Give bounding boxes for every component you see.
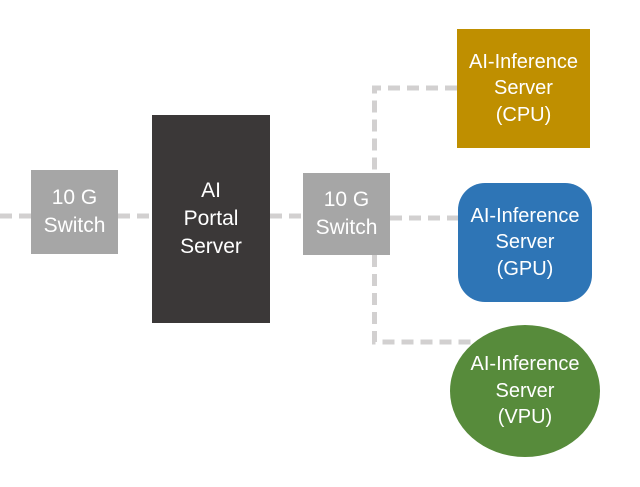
- node-ai-inference-server-cpu: AI-Inference Server (CPU): [457, 29, 590, 148]
- node-ai-inference-server-gpu-label: AI-Inference Server (GPU): [470, 204, 580, 280]
- node-switch-left: 10 G Switch: [31, 170, 118, 254]
- node-switch-right-label: 10 G Switch: [315, 188, 378, 239]
- node-ai-inference-server-gpu: AI-Inference Server (GPU): [458, 183, 592, 302]
- node-ai-inference-server-vpu-label: AI-Inference Server (VPU): [470, 353, 580, 429]
- node-switch-right: 10 G Switch: [303, 173, 390, 255]
- node-ai-inference-server-cpu-label: AI-Inference Server (CPU): [469, 50, 578, 126]
- node-ai-inference-server-vpu: AI-Inference Server (VPU): [450, 325, 600, 457]
- edge-switch-right-to-cpu: [372, 85, 457, 173]
- edge-switch-right-to-vpu: [372, 255, 472, 345]
- node-switch-left-label: 10 G Switch: [43, 186, 106, 237]
- node-ai-portal-server-label: AI Portal Server: [180, 179, 242, 258]
- node-ai-portal-server: AI Portal Server: [152, 115, 270, 323]
